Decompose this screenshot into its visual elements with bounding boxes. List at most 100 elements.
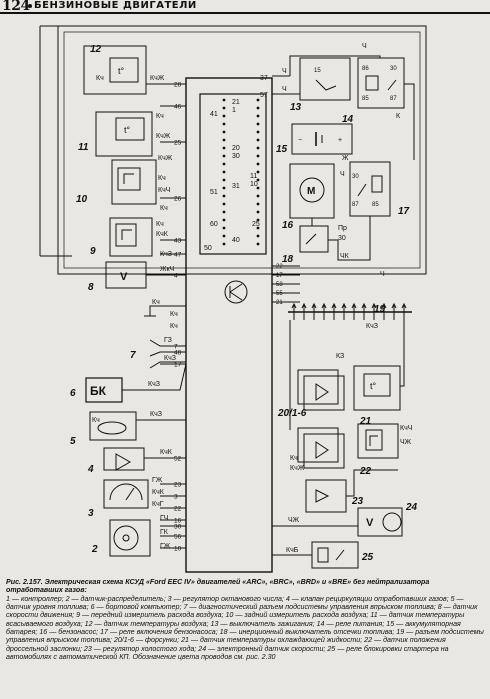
- controller-pin-label: 10: [174, 546, 182, 553]
- wire-label-8: ЖкЧ: [160, 266, 175, 273]
- component-10-contact: [123, 173, 134, 184]
- controller-pin-dots: [222, 98, 260, 246]
- wire-7-7: [149, 351, 186, 357]
- controller-pin-label: 26: [174, 196, 182, 203]
- caption-title: Рис. 2.157. Электрическая схема КСУД «Fo…: [6, 578, 430, 595]
- connector-19-arrow: [381, 302, 387, 309]
- component-4-number: 4: [87, 464, 94, 475]
- component-11-sensor: [115, 117, 145, 141]
- wire-label-17a: Пр: [338, 225, 347, 232]
- component-22-contact: [369, 435, 378, 446]
- component-23-box: [305, 479, 347, 513]
- component-21-symbol: t°: [370, 381, 377, 391]
- component-3-dial: [109, 483, 143, 501]
- connector-19-arrow: [341, 302, 347, 309]
- component-8-number: 8: [88, 282, 94, 293]
- connector-pin-dot: [256, 178, 260, 182]
- connector-pin-dot: [222, 234, 226, 238]
- wire-label-10c: КчЧ: [158, 187, 171, 194]
- pin-11: 11: [250, 173, 257, 180]
- component-14-box: [357, 57, 405, 109]
- wire-label-14b: К: [396, 113, 401, 120]
- component-10-number: 10: [76, 194, 88, 205]
- controller-pin-label: 23: [174, 482, 182, 489]
- pin-40: 40: [232, 237, 240, 244]
- connector-pin-dot: [256, 194, 260, 198]
- component-20-number: 20/1-6: [277, 408, 307, 419]
- connector-19-arrow: [291, 302, 297, 309]
- relay-pin-87-17: 87: [352, 202, 359, 208]
- controller-pin-label: 48: [174, 350, 182, 357]
- wire-ground-a: [149, 305, 186, 316]
- pin-50: 50: [204, 245, 212, 252]
- component-9-box: [109, 217, 153, 257]
- wire-label-7a: ГЗ: [164, 337, 172, 344]
- connector-19-arrow: [331, 302, 337, 309]
- component-24-box: [357, 507, 403, 537]
- component-2-hub: [122, 534, 130, 542]
- diag-pin-label: 55: [276, 291, 283, 297]
- wire-label-9b: КчЗ: [160, 251, 172, 258]
- component-21-box: [353, 365, 401, 411]
- component-5-float: [97, 421, 127, 435]
- wire-label-12b: Кч: [96, 75, 104, 82]
- controller-pin-label: 22: [174, 506, 182, 513]
- component-24-sensor-icon: [382, 512, 402, 532]
- diag-pin-label: 22: [276, 264, 283, 270]
- controller-pin-label: 43: [174, 238, 182, 245]
- pin-1: 1: [232, 107, 236, 114]
- relay-pin-15-13: 15: [314, 68, 321, 74]
- component-18-box: [299, 225, 329, 253]
- component-23-valve: [315, 489, 330, 503]
- component-22-box: [357, 423, 399, 459]
- wire-label-gnd-a: Кч: [152, 299, 160, 306]
- component-9-contact: [121, 229, 132, 240]
- component-20-injector-c: [297, 427, 339, 463]
- pin-57: 57: [260, 92, 268, 99]
- component-25-contact: [335, 549, 345, 561]
- battery-plus: +: [338, 137, 342, 144]
- connector-19-arrow: [371, 302, 377, 309]
- component-12-sensor: [109, 57, 139, 83]
- component-20-valve-a: [315, 383, 329, 401]
- wire-label-5b: КчЗ: [150, 411, 162, 418]
- pin-51: 51: [210, 189, 218, 196]
- connector-pin-dot: [256, 210, 260, 214]
- header-bullet: [28, 4, 32, 8]
- wire-label-20b: КчЖ: [290, 465, 305, 472]
- relay-pin-86-14: 86: [362, 66, 369, 72]
- wire-label-22b: ЧЖ: [400, 439, 412, 446]
- component-19-number: 19: [374, 304, 386, 315]
- wire-label-3a: ГЖ: [152, 477, 163, 484]
- diag-pin-label: 21: [276, 300, 283, 306]
- component-2-rotor: [113, 525, 139, 551]
- connector-pin-dot: [222, 202, 226, 206]
- wire-label-20a: Кч: [290, 455, 298, 462]
- connector-pin-dot: [222, 210, 226, 214]
- controller-pin-label: 17: [174, 362, 182, 369]
- component-12-symbol: t°: [118, 66, 125, 76]
- wire-label-17b: 30: [338, 235, 346, 242]
- controller-pin-label: 28: [174, 82, 182, 89]
- connector-19-arrow: [401, 302, 407, 309]
- component-2-box: [109, 519, 151, 557]
- pin-20: 20: [232, 145, 240, 152]
- relay-pin-30-17: 30: [352, 174, 359, 180]
- wire-label-10a: КчЖ: [158, 155, 173, 162]
- diag-pin-label: 17: [276, 273, 283, 279]
- connector-pin-dot: [222, 242, 226, 246]
- component-3-pointer: [125, 487, 135, 501]
- controller-pin-label: 46: [174, 104, 182, 111]
- component-3-box: [103, 479, 149, 509]
- component-21-number: 21: [359, 416, 372, 427]
- relay-pin-85-14: 85: [362, 96, 369, 102]
- wire-19-21: [400, 320, 405, 387]
- component-25-number: 25: [361, 552, 374, 563]
- component-11-box: [95, 111, 153, 157]
- component-9-relay: [115, 223, 137, 247]
- connector-19-arrow: [311, 302, 317, 309]
- wire-label-2b: ГК: [160, 529, 169, 536]
- controller-pin-label: 52: [174, 456, 182, 463]
- connector-pin-dot: [222, 146, 226, 150]
